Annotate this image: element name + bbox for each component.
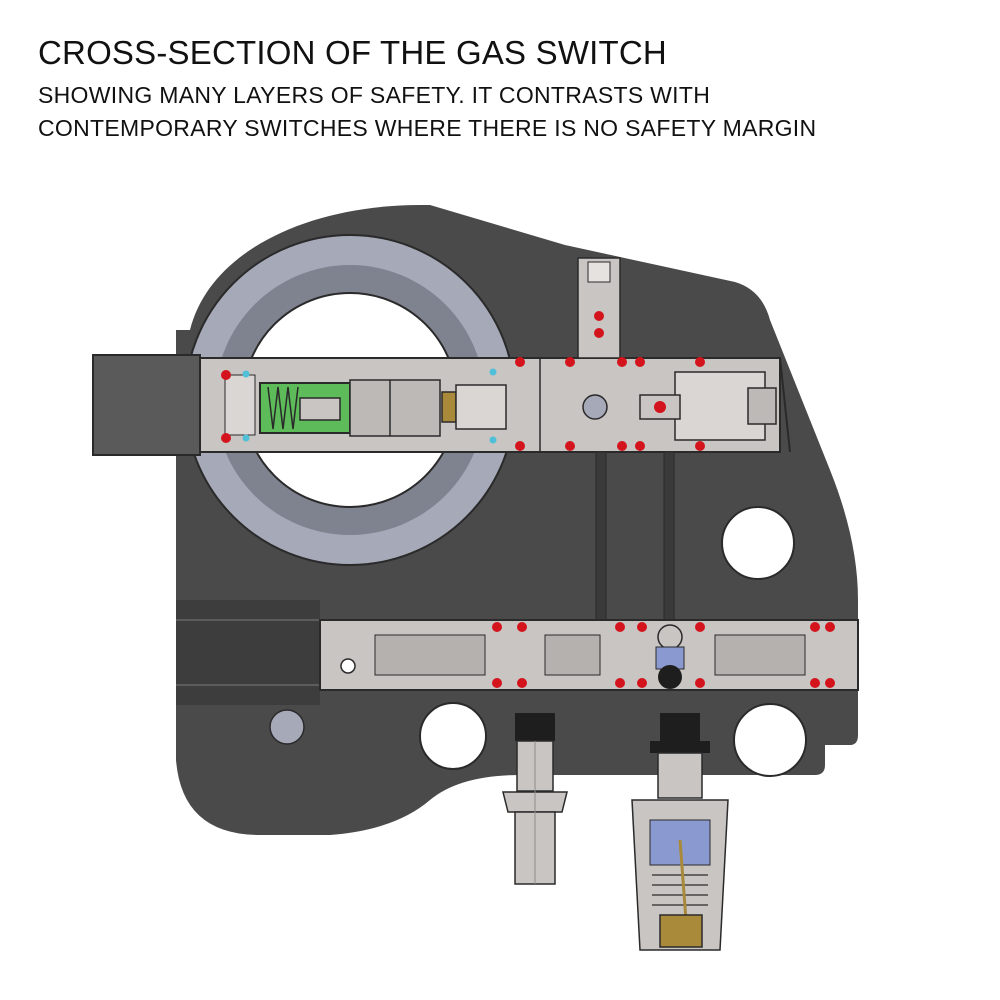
mounting-hole-left-lower xyxy=(419,702,487,770)
check-ball-bottom xyxy=(658,665,682,689)
page-title: CROSS-SECTION OF THE GAS SWITCH xyxy=(38,34,667,71)
mounting-hole-right-lower xyxy=(733,703,807,777)
left-handle xyxy=(92,354,201,456)
upper-o-rings xyxy=(221,357,705,451)
brass-pin xyxy=(441,391,457,423)
lower-o-rings xyxy=(492,622,835,688)
brass-tip xyxy=(659,914,703,948)
subtitle-line-2: CONTEMPORARY SWITCHES WHERE THERE IS NO … xyxy=(38,115,817,141)
left-outlet-fitting xyxy=(502,713,568,885)
check-ball-top xyxy=(657,624,683,650)
mounting-hole-right-upper xyxy=(721,506,795,580)
right-outlet-fitting xyxy=(631,713,729,951)
subtitle-line-1: SHOWING MANY LAYERS OF SAFETY. IT CONTRA… xyxy=(38,82,711,108)
small-blue-plug xyxy=(269,709,305,745)
